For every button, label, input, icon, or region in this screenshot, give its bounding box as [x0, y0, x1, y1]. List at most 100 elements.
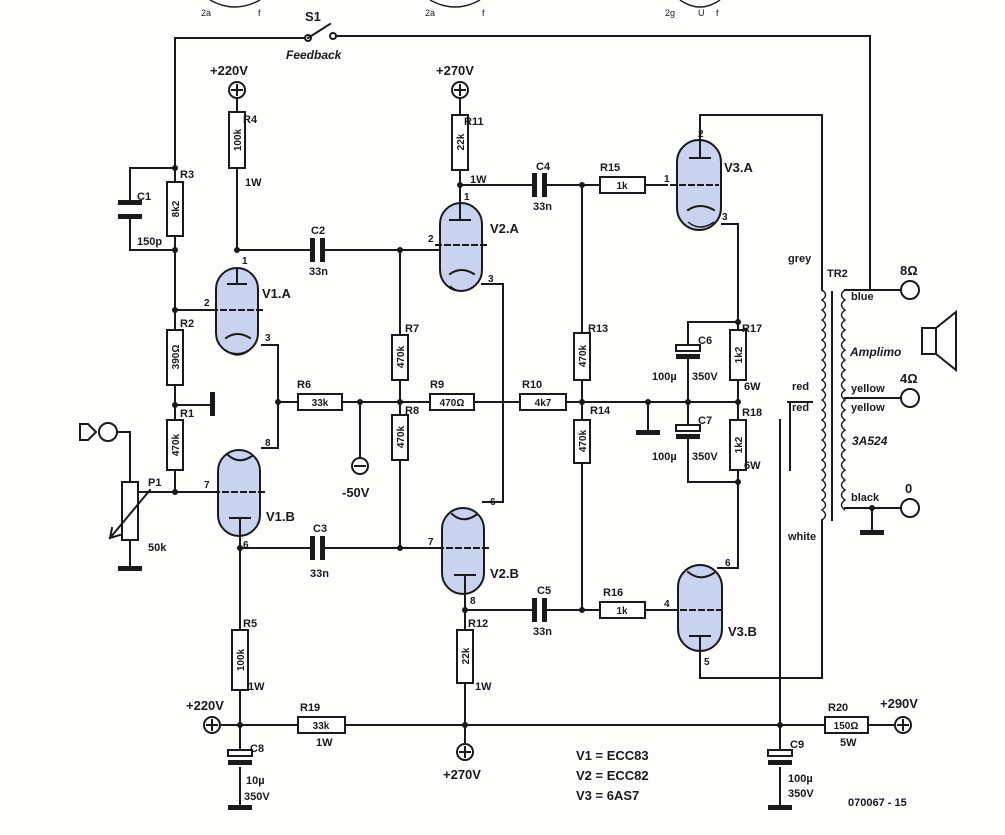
- v3a-label: V3.A: [724, 160, 754, 175]
- r2-body: [166, 329, 184, 386]
- r11-value: 22k: [456, 133, 467, 150]
- c3-ref: C3: [313, 523, 327, 535]
- r2-ref: R2: [180, 318, 194, 330]
- r13-ref: R13: [588, 323, 608, 335]
- r14-body: [573, 419, 591, 464]
- r10-ref: R10: [522, 379, 542, 391]
- r18-ref: R18: [742, 407, 762, 419]
- tube-v3b: 6 4 5 V3.B: [664, 558, 757, 668]
- r10-body: [519, 393, 567, 411]
- r7-body: [391, 334, 409, 381]
- svg-text:8: 8: [470, 596, 476, 607]
- outputs: 8Ω 4Ω 0: [900, 263, 957, 518]
- v3b-label: V3.B: [728, 624, 757, 639]
- header-pin-a1: 2a: [201, 8, 211, 18]
- r18-body: [729, 419, 747, 471]
- c5-ref: C5: [537, 585, 551, 597]
- r8-body: [391, 414, 409, 461]
- r17-power: 6W: [744, 381, 761, 393]
- ground-c9: [768, 805, 792, 810]
- c9-value: 100µ: [788, 773, 813, 785]
- c2-ref: C2: [311, 225, 325, 237]
- supply-terminals: +220V +270V +220V +270V +290V -50V: [186, 63, 918, 782]
- ground-output: [860, 530, 884, 535]
- r8-ref: R8: [405, 405, 419, 417]
- c4-ref: C4: [536, 161, 551, 173]
- r15-body: [599, 176, 646, 194]
- wire-grey: grey: [788, 253, 812, 265]
- r4-power: 1W: [245, 177, 262, 189]
- resistors: 8k2 R3 390Ω R2 470k R1 100k R4 1W 100k R…: [166, 111, 762, 693]
- r4-ref: R4: [243, 114, 258, 126]
- r6-value: 33k: [312, 398, 329, 409]
- r6-ref: R6: [297, 379, 311, 391]
- c6-voltage: 350V: [692, 371, 718, 383]
- tube-v1a: 1 2 3 V1.A: [204, 256, 292, 356]
- tr2-brand: Amplimo: [849, 345, 901, 359]
- supply-220-bottom: +220V: [186, 698, 224, 713]
- supply-220-top: +220V: [210, 63, 248, 78]
- output-8ohm: 8Ω: [900, 263, 918, 278]
- r8-value: 470k: [396, 425, 407, 448]
- svg-text:6: 6: [725, 558, 731, 569]
- p1-ref: P1: [148, 477, 161, 489]
- c8-ref: C8: [250, 743, 264, 755]
- resistors-horizontal: 33k R6 470Ω R9 4k7 R10 1k R15 1k R16 33k…: [297, 162, 869, 749]
- input-jack: [79, 422, 118, 442]
- r12-body: [456, 629, 474, 684]
- r19-value: 33k: [313, 721, 330, 732]
- c6-value: 100µ: [652, 371, 677, 383]
- transformer-tr2: TR2 Amplimo 3A524 grey red red white blu…: [787, 253, 901, 543]
- svg-text:3: 3: [488, 274, 494, 285]
- r14-value: 470k: [578, 429, 589, 452]
- c7-voltage: 350V: [692, 451, 718, 463]
- tube-type-v3: V3 = 6AS7: [576, 788, 639, 803]
- c8-voltage: 350V: [244, 791, 270, 803]
- c8-value: 10µ: [246, 775, 265, 787]
- tube-type-v2: V2 = ECC82: [576, 768, 649, 783]
- c6-ref: C6: [698, 335, 712, 347]
- r5-ref: R5: [243, 618, 257, 630]
- supply-270-bottom: +270V: [443, 767, 481, 782]
- c9-voltage: 350V: [788, 788, 814, 800]
- r5-value: 100k: [236, 648, 247, 671]
- figure-id: 070067 - 15: [848, 797, 907, 809]
- svg-text:2: 2: [698, 129, 704, 140]
- r7-ref: R7: [405, 323, 419, 335]
- r11-ref: R11: [464, 116, 484, 128]
- tr2-model: 3A524: [852, 434, 888, 448]
- r10-value: 4k7: [535, 398, 552, 409]
- s1-ref: S1: [305, 9, 321, 24]
- v1b-label: V1.B: [266, 509, 295, 524]
- speaker-icon: [921, 309, 957, 373]
- r16-value: 1k: [616, 606, 628, 617]
- r12-power: 1W: [475, 681, 492, 693]
- svg-text:6: 6: [490, 497, 496, 508]
- pot-p1: P1 50k: [108, 477, 167, 554]
- switch-s1: S1 Feedback: [286, 9, 343, 62]
- header-pinout-fragments: 2a f 2a f 2g U f: [201, 0, 721, 18]
- r4-value: 100k: [233, 128, 244, 151]
- tube-type-legend: V1 = ECC83 V2 = ECC82 V3 = 6AS7: [576, 748, 649, 803]
- r19-ref: R19: [300, 702, 320, 714]
- r9-value: 470Ω: [440, 398, 465, 409]
- wire-white: white: [787, 531, 816, 543]
- c7-ref: C7: [698, 415, 712, 427]
- tube-v2a: 1 2 3 V2.A: [428, 192, 520, 292]
- ground-node: [636, 430, 660, 435]
- tubes: 1 2 3 V1.A 8 7 6 V1.B 1 2 3 V2.A: [204, 129, 757, 668]
- r20-value: 150Ω: [834, 721, 859, 732]
- r2-value: 390Ω: [171, 345, 182, 370]
- r16-ref: R16: [603, 587, 623, 599]
- svg-text:1: 1: [664, 174, 670, 185]
- svg-text:7: 7: [204, 480, 210, 491]
- tube-v3a: 2 1 3 V3.A: [661, 129, 754, 231]
- r1-value: 470k: [171, 433, 182, 456]
- svg-text:2: 2: [204, 298, 210, 309]
- header-pin-f3: f: [716, 8, 719, 18]
- header-pin-u3: U: [698, 8, 705, 18]
- c1-value: 150p: [137, 236, 162, 248]
- r18-value: 1k2: [734, 436, 745, 453]
